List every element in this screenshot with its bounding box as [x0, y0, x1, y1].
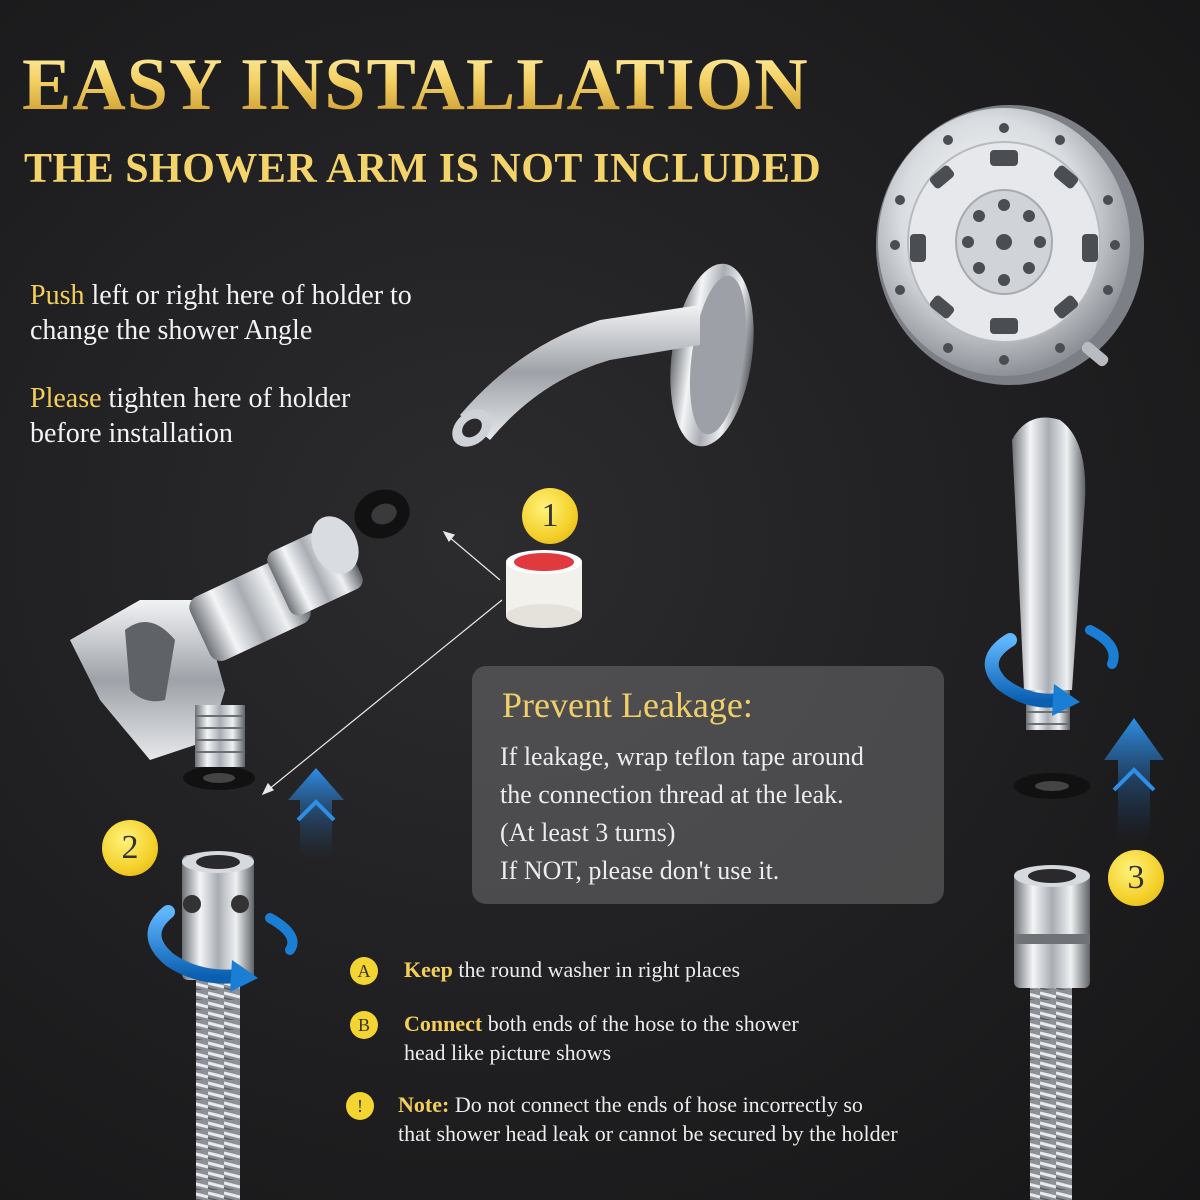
step-b-text: Connect both ends of the hose to the sho… — [404, 1009, 1024, 1067]
handheld-showerhead-icon — [876, 105, 1144, 730]
step-marker-a: A — [350, 957, 378, 985]
step-note-text: Note: Do not connect the ends of hose in… — [398, 1090, 1038, 1148]
tip-text: change the shower Angle — [30, 315, 313, 346]
leak-title: Prevent Leakage: — [502, 685, 753, 725]
hose-icon — [182, 851, 254, 1200]
rotate-arrow-icon — [147, 905, 298, 992]
step-a-text: Keep the round washer in right places — [404, 955, 1024, 984]
rotate-arrow-icon — [984, 625, 1119, 716]
step-keyword: Note: — [398, 1092, 450, 1117]
pointer-lines — [261, 531, 503, 796]
bracket-holder-icon — [70, 516, 363, 767]
tip-text: left or right here of holder to — [84, 280, 412, 311]
tip-keyword: Push — [30, 280, 85, 311]
page-title: EASY INSTALLATION — [22, 44, 809, 126]
page-subtitle: THE SHOWER ARM IS NOT INCLUDED — [24, 146, 822, 192]
teflon-tape-icon — [506, 550, 582, 628]
step-badge-2: 2 — [102, 820, 158, 876]
washer-icon — [1014, 773, 1090, 799]
step-text: head like picture shows — [404, 1040, 612, 1065]
step-marker-b: B — [350, 1011, 378, 1039]
washer-icon — [183, 766, 255, 790]
step-text: that shower head leak or cannot be secur… — [398, 1121, 898, 1146]
hose-icon — [1014, 865, 1090, 1200]
leak-line: the connection thread at the leak. — [500, 779, 844, 809]
step-badge-1: 1 — [522, 488, 578, 544]
up-arrow-icon — [1104, 718, 1164, 840]
tip-text: before installation — [30, 418, 233, 449]
leak-line: (At least 3 turns) — [500, 817, 676, 847]
tip-keyword: Please — [30, 383, 102, 414]
step-text: Do not connect the ends of hose incorrec… — [449, 1092, 863, 1117]
washer-icon — [354, 489, 410, 539]
tip-push: Push left or right here of holder to cha… — [30, 278, 550, 348]
step-text: both ends of the hose to the shower — [482, 1011, 799, 1036]
warning-icon: ! — [346, 1092, 374, 1120]
step-badge-3: 3 — [1108, 850, 1164, 906]
leak-line: If NOT, please don't use it. — [500, 855, 780, 885]
tip-tighten: Please tighten here of holder before ins… — [30, 381, 550, 451]
step-keyword: Connect — [404, 1011, 483, 1036]
tip-text: tighten here of holder — [101, 383, 351, 414]
up-arrow-icon — [288, 768, 344, 860]
step-text: the round washer in right places — [452, 957, 741, 982]
leak-line: If leakage, wrap teflon tape around — [500, 741, 864, 771]
step-keyword: Keep — [404, 957, 453, 982]
prevent-leakage-panel: Prevent Leakage: If leakage, wrap teflon… — [472, 666, 944, 904]
shower-arm-icon — [452, 263, 754, 447]
